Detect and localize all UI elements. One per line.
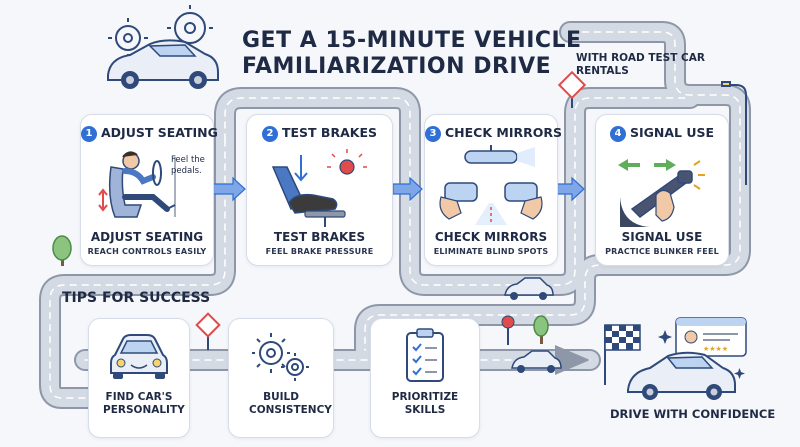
header-car-icon (107, 39, 219, 89)
tips-road-car-icon (511, 350, 562, 373)
step-heading: 3 CHECK MIRRORS (425, 125, 562, 142)
step-heading-text: CHECK MIRRORS (445, 125, 562, 140)
clipboard-checklist-icon (406, 328, 444, 382)
small-car-icon (504, 277, 554, 300)
page-title-line-1: GET A 15-MINUTE VEHICLE (242, 28, 582, 53)
tip-label: PRIORITIZE SKILLS (391, 391, 459, 416)
tip-label: BUILD CONSISTENCY (249, 391, 332, 416)
step-arrow-icons (212, 176, 585, 202)
tip-card-prioritize: PRIORITIZE SKILLS (370, 318, 480, 438)
gears-consistency-icon (252, 333, 309, 381)
step-description: FEEL BRAKE PRESSURE (265, 247, 374, 256)
page-subtitle: WITH ROAD TEST CAR RENTALS (576, 52, 705, 77)
tip-card-consistency: BUILD CONSISTENCY (228, 318, 334, 438)
car-front-icon (110, 334, 168, 379)
tree-icon-2 (533, 315, 549, 344)
step-heading-text: TEST BRAKES (281, 125, 377, 140)
step-number-badge: 3 (425, 126, 441, 142)
mirrors-icon (439, 145, 543, 225)
step-number-badge: 2 (261, 126, 278, 142)
sparkle-icons (658, 330, 745, 379)
step-heading-text: ADJUST SEATING (101, 125, 218, 140)
step-number-badge: 1 (81, 126, 97, 142)
page-title-line-2: FAMILIARIZATION DRIVE (242, 54, 552, 79)
final-label: DRIVE WITH CONFIDENCE (610, 407, 776, 421)
turn-signal-icon (618, 159, 705, 227)
tip-card-personality: FIND CAR'S PERSONALITY (88, 318, 190, 438)
warning-sign-icon (557, 70, 587, 108)
tree-icon (52, 235, 72, 266)
driver-seat-icon (98, 151, 176, 218)
step-number-badge: 4 (609, 126, 626, 142)
tips-title: TIPS FOR SUCCESS (62, 290, 211, 306)
license-card-icon: ★★★★ (675, 317, 747, 357)
step-description: PRACTICE BLINKER FEEL (605, 247, 719, 256)
checkered-flag-icon (604, 324, 641, 385)
finish-car-icon (627, 351, 736, 400)
step-label: SIGNAL USE (621, 230, 703, 244)
tip-label: FIND CAR'S PERSONALITY (103, 391, 185, 416)
finish-arrow-icon (555, 345, 590, 375)
step-label: CHECK MIRRORS (434, 230, 548, 244)
step-description: ELIMINATE BLIND SPOTS (433, 247, 549, 256)
step-note: Feel the pedals. (171, 155, 205, 176)
step-heading: 1 ADJUST SEATING (81, 125, 218, 142)
step-heading-text: SIGNAL USE (629, 125, 715, 140)
street-lamp-icon (721, 81, 747, 185)
stop-sign-icon (501, 315, 515, 345)
step-label: TEST BRAKES (273, 230, 366, 244)
diamond-sign-icon (195, 312, 221, 350)
brake-pedal-icon (271, 149, 367, 227)
svg-text:★★★★: ★★★★ (703, 345, 728, 353)
step-label: ADJUST SEATING (90, 230, 204, 244)
step-description: REACH CONTROLS EASILY (87, 247, 207, 256)
